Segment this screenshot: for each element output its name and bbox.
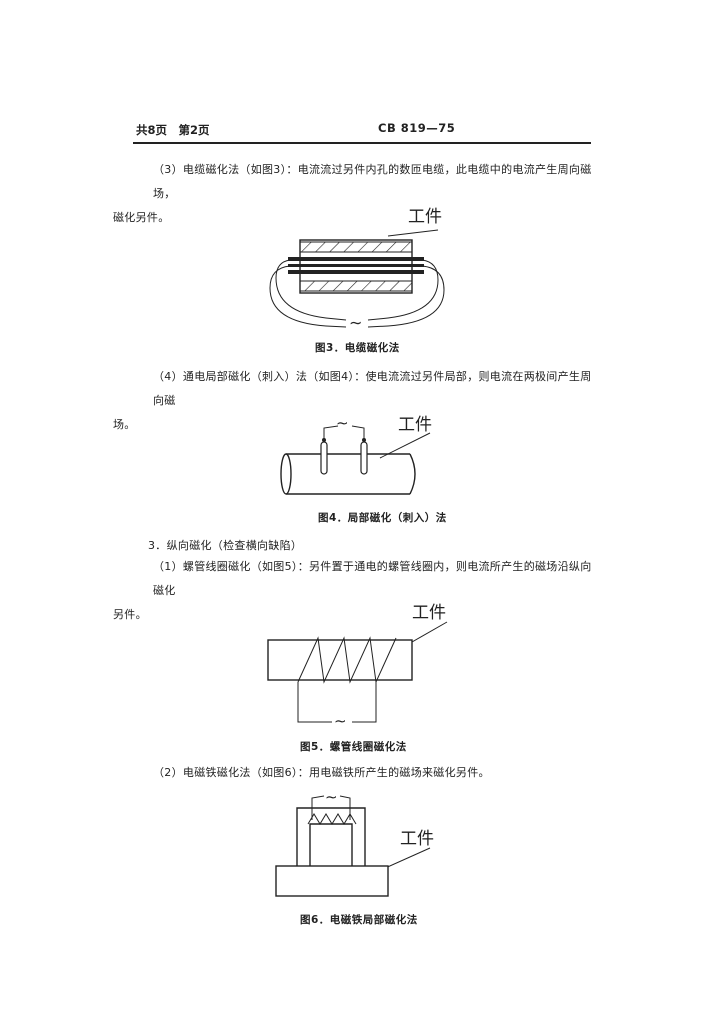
paragraph-line: （3）电缆磁化法（如图3）：电流流过另件内孔的数匝电缆，此电缆中的电流产生周向磁…	[153, 163, 592, 200]
paragraph-coil-method: （1）螺管线圈磁化（如图5）：另件置于通电的螺管线圈内，则电流所产生的磁场沿纵向…	[113, 555, 595, 627]
paragraph-electromagnet-method: （2）电磁铁磁化法（如图6）：用电磁铁所产生的磁场来磁化另件。	[113, 761, 595, 785]
page-header: 共8页 第2页 CB 819—75	[133, 118, 591, 144]
paragraph-cable-method: （3）电缆磁化法（如图3）：电流流过另件内孔的数匝电缆，此电缆中的电流产生周向磁…	[113, 158, 595, 230]
figure-4-prod-diagram: 工件 ∼	[280, 408, 440, 503]
workpiece-label: 工件	[400, 829, 434, 849]
workpiece-label: 工件	[412, 603, 446, 623]
paragraph-local-method: （4）通电局部磁化（刺入）法（如图4）：使电流流过另件局部，则电流在两极间产生周…	[113, 365, 595, 437]
figure-4-caption: 图4．局部磁化（刺入）法	[318, 512, 447, 524]
ac-source-symbol: ∼	[325, 788, 338, 806]
ac-source-symbol: ∼	[349, 313, 362, 332]
ac-source-symbol: ∼	[336, 414, 349, 432]
figure-5-caption: 图5．螺管线圈磁化法	[300, 741, 407, 753]
ac-source-symbol: ∼	[334, 712, 347, 730]
figure-6-caption: 图6．电磁铁局部磁化法	[300, 914, 418, 926]
figure-6-electromagnet-diagram: 工件 ∼	[272, 786, 442, 901]
workpiece-label: 工件	[408, 207, 442, 227]
paragraph-line: 磁化另件。	[113, 211, 170, 224]
workpiece-label: 工件	[398, 415, 432, 435]
paragraph-line: 场。	[113, 418, 136, 431]
standard-code: CB 819—75	[378, 121, 456, 135]
page-count: 共8页 第2页	[136, 123, 210, 137]
figure-3-caption: 图3．电缆磁化法	[315, 342, 400, 354]
paragraph-line: 另件。	[113, 608, 147, 621]
section-heading: 3．纵向磁化（检查横向缺陷）	[148, 539, 303, 552]
figure-3-cable-diagram: 工件 ∼	[268, 200, 448, 335]
figure-5-coil-diagram: 工件 ∼	[262, 600, 462, 730]
paragraph-line: （4）通电局部磁化（刺入）法（如图4）：使电流流过另件局部，则电流在两极间产生周…	[153, 370, 592, 407]
paragraph-line: （1）螺管线圈磁化（如图5）：另件置于通电的螺管线圈内，则电流所产生的磁场沿纵向…	[153, 560, 592, 597]
paragraph-line: （2）电磁铁磁化法（如图6）：用电磁铁所产生的磁场来磁化另件。	[153, 766, 490, 779]
